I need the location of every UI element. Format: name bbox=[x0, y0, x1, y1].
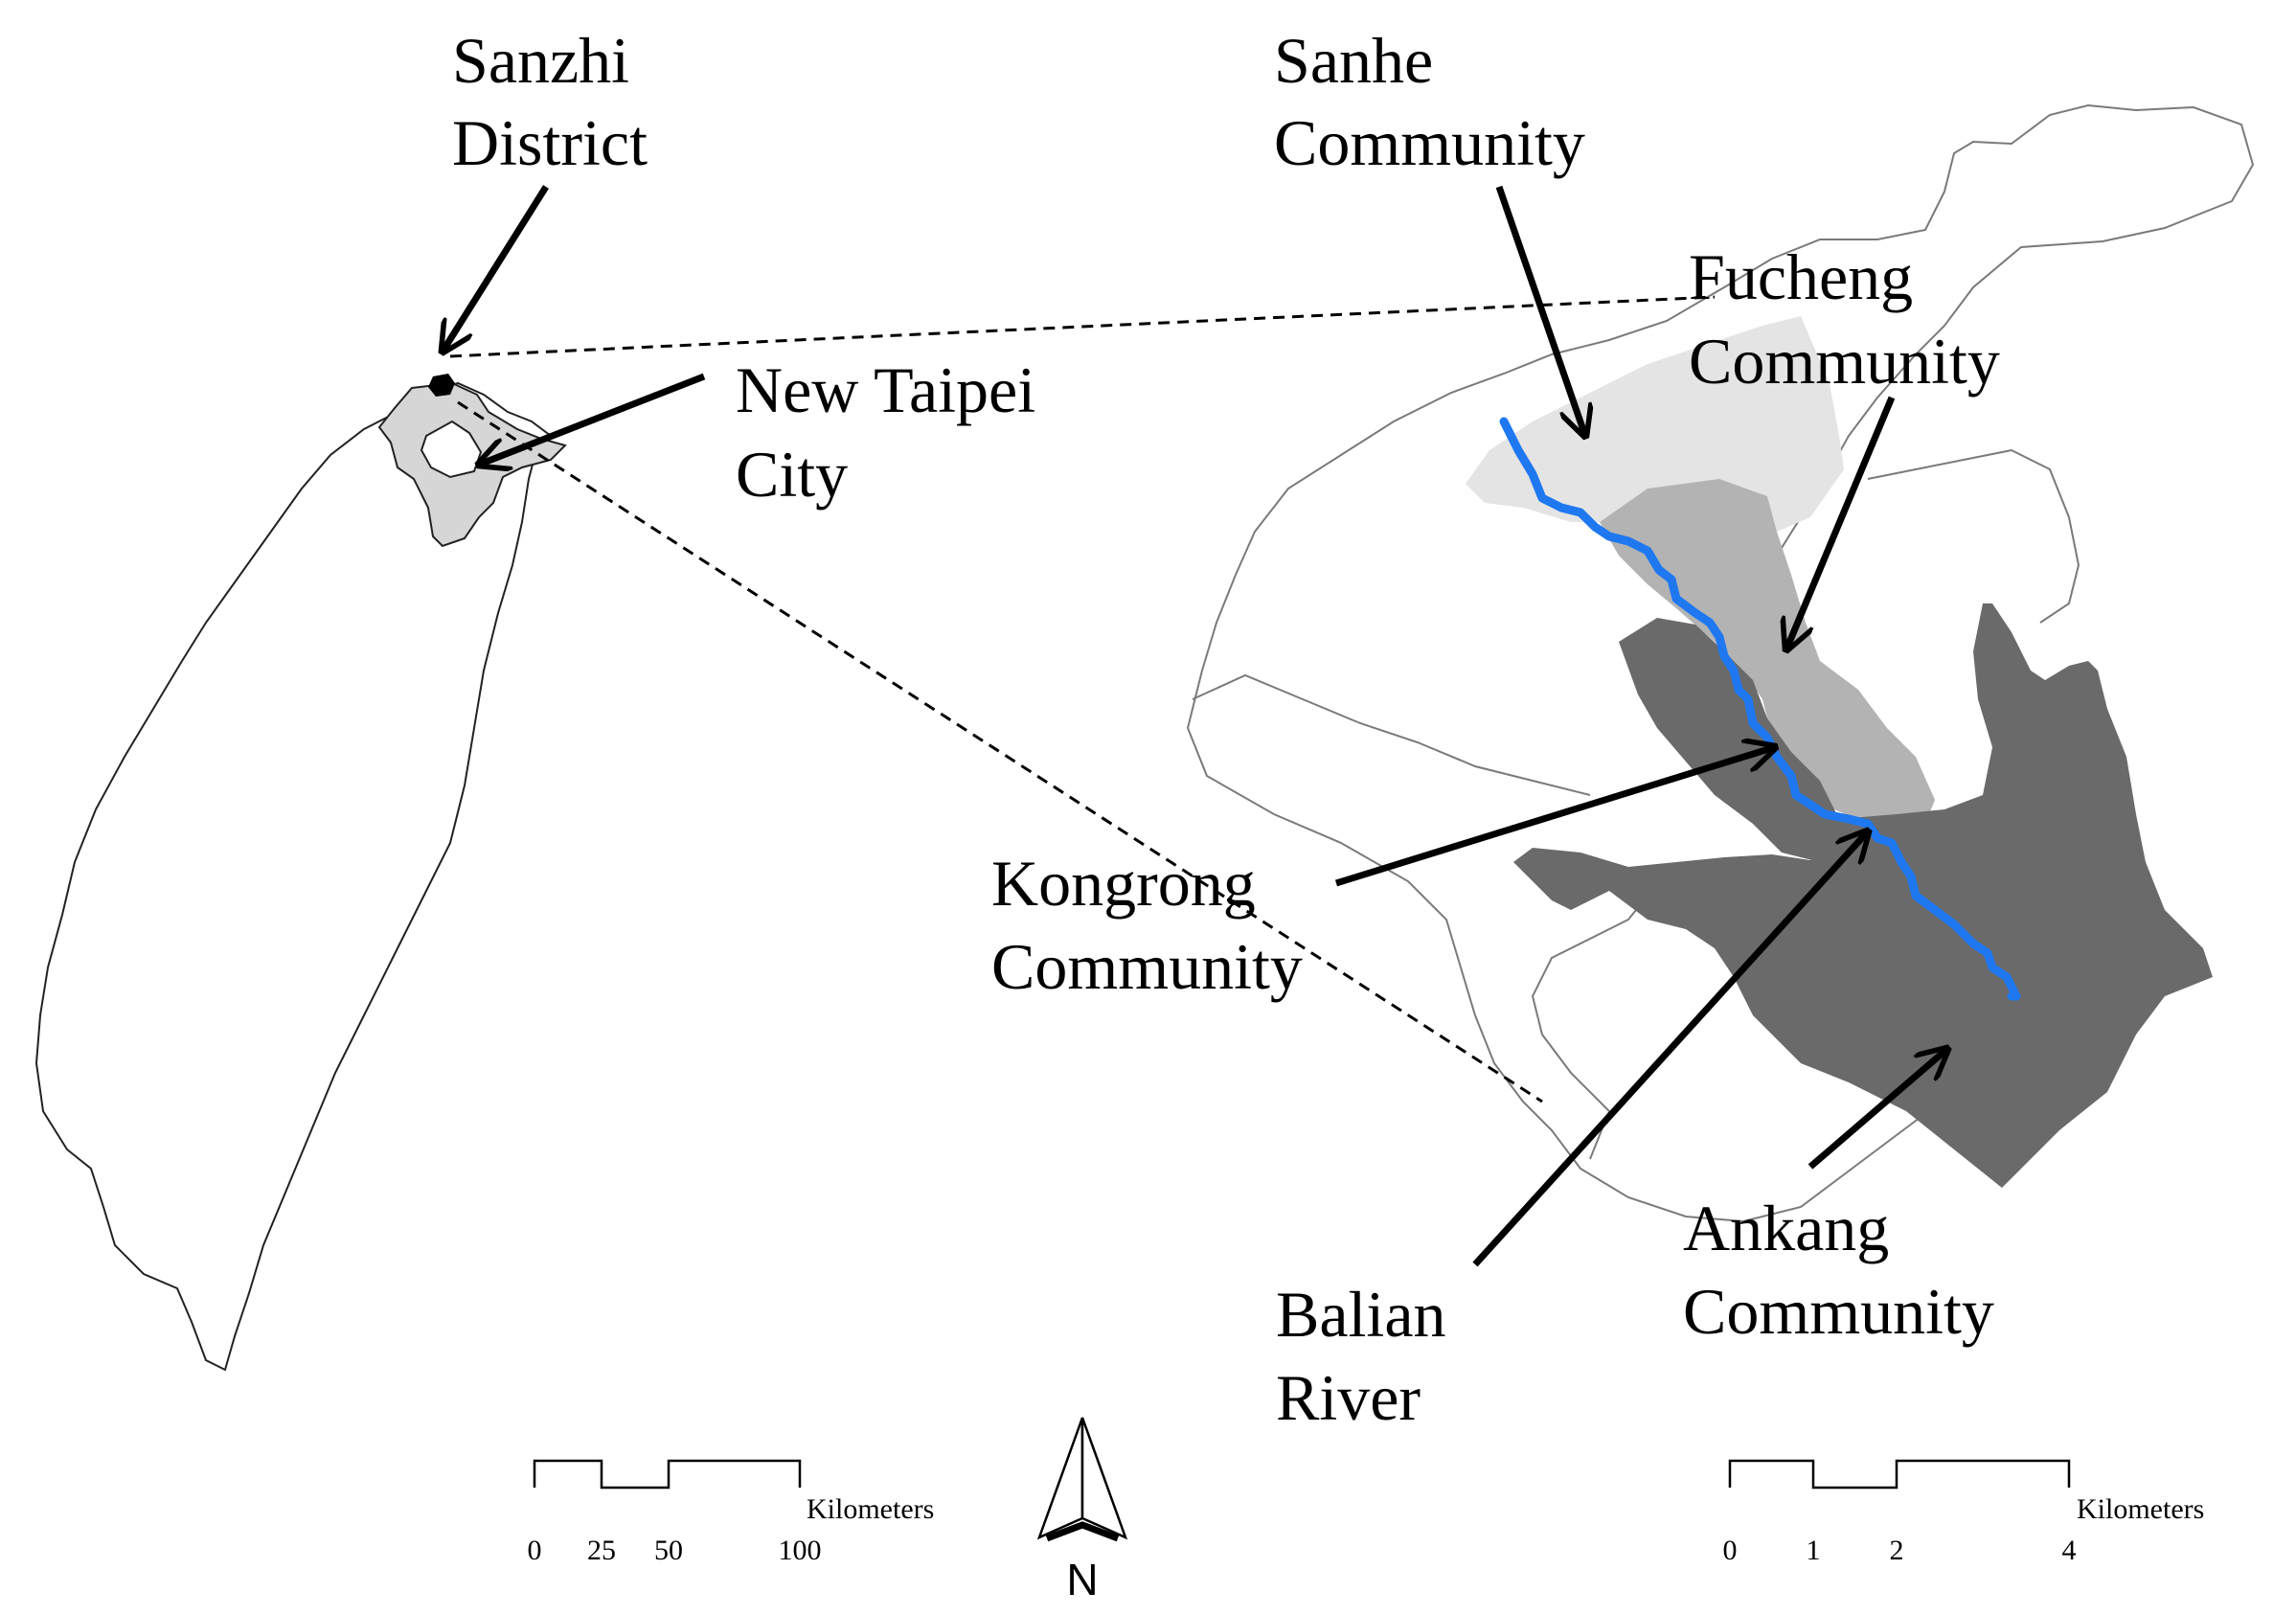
scale-right-tick-2: 2 bbox=[1890, 1535, 1904, 1566]
north-arrow-label: N bbox=[1066, 1555, 1098, 1604]
arrow-sanzhi bbox=[443, 185, 549, 352]
label-fucheng-line1: Fucheng bbox=[1689, 240, 1913, 313]
label-kongrong-line1: Kongrong bbox=[991, 847, 1256, 920]
district-internal-boundary-3 bbox=[1867, 448, 2080, 624]
scale-left-tick-1: 25 bbox=[587, 1535, 616, 1566]
scale-bar-right: Kilometers 0 1 2 4 bbox=[1723, 1459, 2204, 1566]
scale-bar-left: Kilometers 0 25 50 100 bbox=[528, 1459, 934, 1566]
arrow-balian bbox=[1472, 831, 1868, 1267]
scale-right-tick-1: 1 bbox=[1807, 1535, 1821, 1566]
fucheng-community-area bbox=[1600, 479, 1935, 824]
arrow-new-taipei bbox=[479, 373, 706, 465]
label-sanzhi-line2: District bbox=[452, 106, 648, 179]
sanzhi-district-area bbox=[428, 374, 455, 397]
scale-right-unit: Kilometers bbox=[2077, 1493, 2204, 1525]
scale-left-tick-3: 100 bbox=[779, 1535, 822, 1566]
arrow-fucheng bbox=[1786, 396, 1896, 649]
label-ankang-line2: Community bbox=[1683, 1275, 1994, 1348]
scale-right-tick-3: 4 bbox=[2062, 1535, 2077, 1566]
label-fucheng-line2: Community bbox=[1689, 325, 2000, 398]
arrow-kongrong bbox=[1334, 747, 1775, 887]
scale-right-tick-0: 0 bbox=[1723, 1535, 1738, 1566]
label-kongrong-line2: Community bbox=[991, 930, 1303, 1003]
district-internal-boundary-1 bbox=[1192, 673, 1591, 796]
kongrong-community-area bbox=[1619, 618, 1839, 862]
connector-line-top bbox=[449, 295, 1716, 358]
scale-left-tick-0: 0 bbox=[528, 1535, 542, 1566]
balian-river bbox=[1499, 417, 2021, 1001]
arrow-sanhe bbox=[1495, 185, 1585, 436]
arrow-ankang bbox=[1807, 1049, 1947, 1170]
label-sanhe-line1: Sanhe bbox=[1274, 24, 1433, 97]
label-balian-line1: Balian bbox=[1276, 1278, 1446, 1351]
label-new-taipei-line2: City bbox=[736, 438, 848, 511]
label-ankang-line1: Ankang bbox=[1683, 1192, 1889, 1264]
connector-line-bottom bbox=[457, 400, 1543, 1103]
district-internal-boundary-2 bbox=[1531, 895, 1648, 1160]
ankang-community-area bbox=[1513, 603, 2213, 1188]
label-sanhe-line2: Community bbox=[1274, 106, 1585, 179]
label-sanzhi-line1: Sanzhi bbox=[452, 24, 629, 97]
north-arrow-icon: N bbox=[1036, 1417, 1128, 1604]
scale-left-unit: Kilometers bbox=[807, 1493, 934, 1525]
label-new-taipei-line1: New Taipei bbox=[736, 353, 1035, 426]
taiwan-outline bbox=[34, 381, 553, 1372]
sanhe-community-area bbox=[1466, 316, 1844, 532]
scale-left-tick-2: 50 bbox=[654, 1535, 683, 1566]
label-balian-line2: River bbox=[1276, 1361, 1421, 1434]
